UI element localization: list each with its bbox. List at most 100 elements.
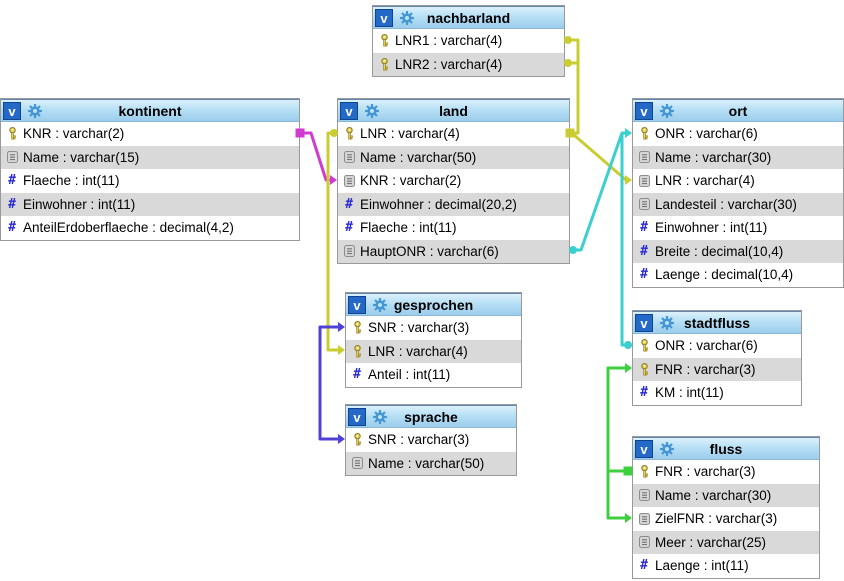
gear-icon-wrap[interactable] bbox=[659, 441, 675, 457]
view-badge-icon[interactable]: v bbox=[635, 440, 653, 458]
column-label: FNR : varchar(3) bbox=[655, 361, 756, 377]
column-row[interactable]: #Laenge : decimal(10,4) bbox=[633, 263, 843, 287]
view-badge-icon[interactable]: v bbox=[348, 408, 366, 426]
column-row[interactable]: Landesteil : varchar(30) bbox=[633, 192, 843, 216]
primary-key-icon bbox=[4, 127, 20, 140]
gear-icon-wrap[interactable] bbox=[659, 103, 675, 119]
column-label: Breite : decimal(10,4) bbox=[655, 243, 784, 259]
column-row[interactable]: Meer : varchar(25) bbox=[633, 530, 819, 554]
gear-icon-wrap[interactable] bbox=[372, 409, 388, 425]
text-field-icon bbox=[4, 151, 20, 164]
column-row[interactable]: ONR : varchar(6) bbox=[633, 334, 801, 358]
column-row[interactable]: LNR : varchar(4) bbox=[338, 122, 569, 146]
column-row[interactable]: Name : varchar(50) bbox=[338, 145, 569, 169]
gear-icon-wrap[interactable] bbox=[27, 103, 43, 119]
view-badge-icon[interactable]: v bbox=[348, 296, 366, 314]
column-row[interactable]: LNR : varchar(4) bbox=[633, 169, 843, 193]
numeric-field-icon: # bbox=[8, 196, 16, 212]
column-row[interactable]: #AnteilErdoberflaeche : decimal(4,2) bbox=[1, 216, 299, 240]
column-row[interactable]: SNR : varchar(3) bbox=[346, 428, 516, 452]
column-row[interactable]: ONR : varchar(6) bbox=[633, 122, 843, 146]
column-row[interactable]: KNR : varchar(2) bbox=[1, 122, 299, 146]
column-label: LNR2 : varchar(4) bbox=[395, 56, 503, 72]
relation-land.KNR-kontinent.KNR bbox=[295, 128, 337, 185]
column-row[interactable]: FNR : varchar(3) bbox=[633, 460, 819, 484]
column-row[interactable]: HauptONR : varchar(6) bbox=[338, 239, 569, 263]
column-row[interactable]: #Einwohner : decimal(20,2) bbox=[338, 192, 569, 216]
gear-icon[interactable] bbox=[372, 297, 388, 313]
gear-icon-wrap[interactable] bbox=[399, 10, 415, 26]
column-label: ONR : varchar(6) bbox=[655, 338, 758, 354]
column-row[interactable]: Name : varchar(30) bbox=[633, 145, 843, 169]
column-row[interactable]: SNR : varchar(3) bbox=[346, 316, 521, 340]
gear-icon-wrap[interactable] bbox=[372, 297, 388, 313]
gear-icon[interactable] bbox=[364, 103, 380, 119]
column-label: LNR1 : varchar(4) bbox=[395, 33, 503, 49]
text-field-icon bbox=[341, 245, 357, 258]
column-row[interactable]: #Breite : decimal(10,4) bbox=[633, 239, 843, 263]
relation-connector-arrow bbox=[330, 175, 337, 185]
column-row[interactable]: LNR2 : varchar(4) bbox=[373, 52, 564, 76]
column-row[interactable]: #Laenge : int(11) bbox=[633, 554, 819, 578]
gear-icon-wrap[interactable] bbox=[364, 103, 380, 119]
column-row[interactable]: #Flaeche : int(11) bbox=[338, 216, 569, 240]
relation-fluss.ZielFNR-fluss.FNR bbox=[606, 471, 632, 523]
view-badge-icon[interactable]: v bbox=[340, 102, 358, 120]
column-label: KNR : varchar(2) bbox=[360, 173, 462, 189]
view-badge-icon[interactable]: v bbox=[635, 314, 653, 332]
gear-icon[interactable] bbox=[399, 10, 415, 26]
column-row[interactable]: Name : varchar(50) bbox=[346, 451, 516, 475]
column-row[interactable]: LNR : varchar(4) bbox=[346, 339, 521, 363]
view-badge-icon[interactable]: v bbox=[3, 102, 21, 120]
relation-stadtfluss.FNR-fluss.FNR bbox=[606, 363, 633, 476]
column-label: KNR : varchar(2) bbox=[23, 126, 125, 142]
relation-connector-arrow bbox=[625, 513, 632, 523]
column-row[interactable]: LNR1 : varchar(4) bbox=[373, 29, 564, 53]
column-label: Einwohner : decimal(20,2) bbox=[360, 196, 517, 212]
primary-key-icon bbox=[376, 57, 392, 71]
column-label: Laenge : decimal(10,4) bbox=[655, 267, 794, 283]
column-label: ONR : varchar(6) bbox=[655, 126, 758, 142]
column-row[interactable]: FNR : varchar(3) bbox=[633, 357, 801, 381]
column-row[interactable]: #KM : int(11) bbox=[633, 381, 801, 405]
column-label: Name : varchar(15) bbox=[23, 149, 140, 165]
view-badge-icon[interactable]: v bbox=[375, 9, 393, 27]
gear-icon-wrap[interactable] bbox=[659, 315, 675, 331]
column-row[interactable]: # Einwohner : int(11) bbox=[1, 192, 299, 216]
column-label: Einwohner : int(11) bbox=[23, 196, 136, 212]
column-label: AnteilErdoberflaeche : decimal(4,2) bbox=[23, 220, 234, 236]
text-field-icon bbox=[349, 457, 365, 470]
gear-icon[interactable] bbox=[372, 409, 388, 425]
view-badge-icon[interactable]: v bbox=[635, 102, 653, 120]
column-row[interactable]: Name : varchar(30) bbox=[633, 483, 819, 507]
gear-icon[interactable] bbox=[659, 103, 675, 119]
gear-icon[interactable] bbox=[659, 315, 675, 331]
column-label: Laenge : int(11) bbox=[655, 558, 749, 574]
column-row[interactable]: Name : varchar(15) bbox=[1, 145, 299, 169]
gear-icon[interactable] bbox=[27, 103, 43, 119]
primary-key-icon bbox=[636, 127, 652, 140]
column-row[interactable]: #Einwohner : int(11) bbox=[633, 216, 843, 240]
column-row[interactable]: ZielFNR : varchar(3) bbox=[633, 507, 819, 531]
column-row[interactable]: #Anteil : int(11) bbox=[346, 363, 521, 387]
column-label: KM : int(11) bbox=[655, 385, 724, 401]
column-row[interactable]: #Flaeche : int(11) bbox=[1, 169, 299, 193]
column-row[interactable]: KNR : varchar(2) bbox=[338, 169, 569, 193]
gear-icon[interactable] bbox=[659, 441, 675, 457]
